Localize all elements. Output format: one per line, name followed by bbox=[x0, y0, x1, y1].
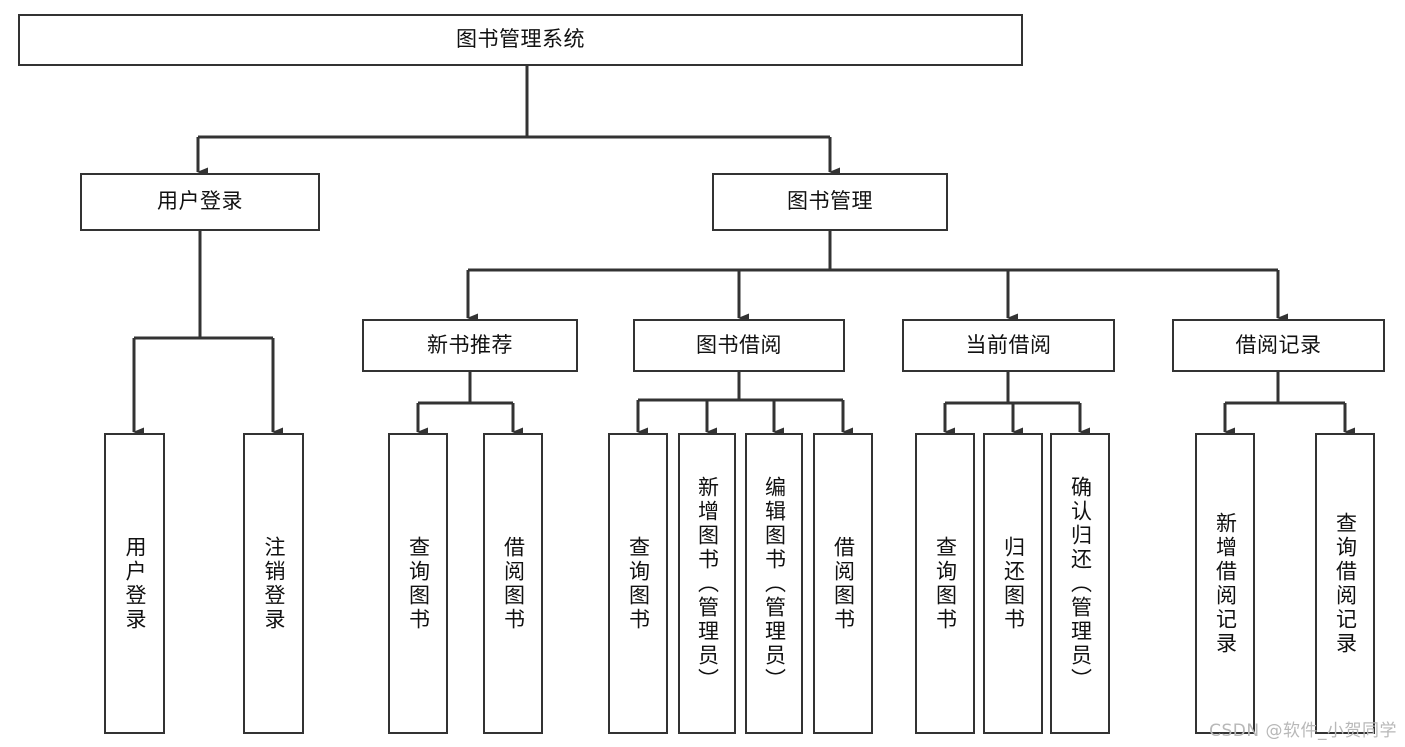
node-leaf-confirm-return-admin-label: 确认归还（管理员） bbox=[1068, 475, 1093, 692]
node-current-borrow[interactable]: 当前借阅 bbox=[902, 319, 1115, 372]
node-leaf-edit-book-admin-label: 编辑图书（管理员） bbox=[762, 475, 787, 692]
node-leaf-borrow-book-rec[interactable]: 借阅图书 bbox=[483, 433, 543, 734]
node-leaf-query-book-current[interactable]: 查询图书 bbox=[915, 433, 975, 734]
node-leaf-query-book-current-label: 查询图书 bbox=[933, 535, 958, 632]
node-new-book-recommend-label: 新书推荐 bbox=[427, 332, 513, 357]
node-leaf-query-borrow-record-label: 查询借阅记录 bbox=[1333, 511, 1358, 656]
node-leaf-return-book-label: 归还图书 bbox=[1001, 535, 1026, 632]
node-leaf-return-book[interactable]: 归还图书 bbox=[983, 433, 1043, 734]
node-leaf-add-borrow-record-label: 新增借阅记录 bbox=[1213, 511, 1238, 656]
node-new-book-recommend[interactable]: 新书推荐 bbox=[362, 319, 578, 372]
node-borrow-record-label: 借阅记录 bbox=[1235, 332, 1322, 357]
watermark-text: CSDN @软件_小贺同学 bbox=[1209, 721, 1397, 741]
node-user-login-label: 用户登录 bbox=[157, 189, 243, 214]
node-leaf-borrow-book[interactable]: 借阅图书 bbox=[813, 433, 873, 734]
node-leaf-edit-book-admin[interactable]: 编辑图书（管理员） bbox=[745, 433, 803, 734]
node-book-borrow[interactable]: 图书借阅 bbox=[633, 319, 845, 372]
node-leaf-user-login[interactable]: 用户登录 bbox=[104, 433, 165, 734]
node-leaf-query-book-rec[interactable]: 查询图书 bbox=[388, 433, 448, 734]
node-book-borrow-label: 图书借阅 bbox=[696, 332, 782, 357]
node-leaf-user-logout-label: 注销登录 bbox=[262, 535, 286, 632]
node-root-label: 图书管理系统 bbox=[456, 27, 585, 52]
node-leaf-user-login-label: 用户登录 bbox=[123, 535, 147, 632]
node-leaf-confirm-return-admin[interactable]: 确认归还（管理员） bbox=[1050, 433, 1110, 734]
node-leaf-query-book-borrow[interactable]: 查询图书 bbox=[608, 433, 668, 734]
node-leaf-borrow-book-label: 借阅图书 bbox=[831, 535, 856, 632]
node-user-login[interactable]: 用户登录 bbox=[80, 173, 320, 231]
node-leaf-borrow-book-rec-label: 借阅图书 bbox=[501, 535, 526, 632]
node-leaf-query-book-rec-label: 查询图书 bbox=[406, 535, 431, 632]
node-book-manage[interactable]: 图书管理 bbox=[712, 173, 948, 231]
node-book-manage-label: 图书管理 bbox=[787, 189, 873, 214]
node-borrow-record[interactable]: 借阅记录 bbox=[1172, 319, 1385, 372]
node-leaf-query-borrow-record[interactable]: 查询借阅记录 bbox=[1315, 433, 1375, 734]
node-root[interactable]: 图书管理系统 bbox=[18, 14, 1023, 66]
node-leaf-add-book-admin-label: 新增图书（管理员） bbox=[695, 475, 720, 692]
node-current-borrow-label: 当前借阅 bbox=[965, 332, 1052, 357]
node-leaf-user-logout[interactable]: 注销登录 bbox=[243, 433, 304, 734]
node-leaf-query-book-borrow-label: 查询图书 bbox=[626, 535, 651, 632]
node-leaf-add-book-admin[interactable]: 新增图书（管理员） bbox=[678, 433, 736, 734]
node-leaf-add-borrow-record[interactable]: 新增借阅记录 bbox=[1195, 433, 1255, 734]
